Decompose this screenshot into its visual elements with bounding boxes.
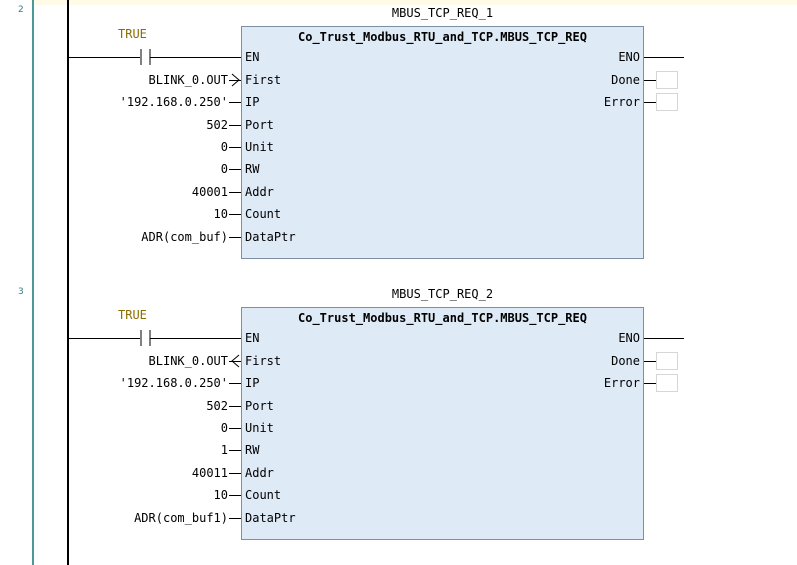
- input-value-count[interactable]: 10: [213, 207, 228, 221]
- pin-error: Error: [603, 376, 640, 390]
- input-value-port[interactable]: 502: [206, 399, 228, 413]
- pin-dataptr: DataPtr: [245, 230, 296, 244]
- wire: [229, 102, 241, 103]
- pin-unit: Unit: [245, 140, 274, 154]
- wire: [229, 428, 241, 429]
- pin-eno: ENO: [618, 331, 640, 345]
- wire: [229, 361, 241, 362]
- input-value-count[interactable]: 10: [213, 488, 228, 502]
- wire: [229, 406, 241, 407]
- contact-variable-label[interactable]: TRUE: [118, 27, 147, 41]
- line-number-gutter: [0, 0, 33, 565]
- pin-port: Port: [245, 118, 274, 132]
- input-value-addr[interactable]: 40011: [191, 466, 228, 480]
- output-error-field[interactable]: [656, 374, 678, 392]
- rung-number: 3: [18, 287, 24, 297]
- gutter-divider: [32, 0, 34, 565]
- editor-top-strip: [34, 0, 797, 5]
- wire: [644, 80, 656, 81]
- wire: [229, 125, 241, 126]
- pin-rw: RW: [245, 443, 260, 457]
- wire: [229, 473, 241, 474]
- fb-type-name: Co_Trust_Modbus_RTU_and_TCP.MBUS_TCP_REQ: [298, 30, 587, 44]
- wire: [229, 192, 241, 193]
- fb-instance-name[interactable]: MBUS_TCP_REQ_2: [391, 287, 494, 301]
- pin-done: Done: [611, 73, 640, 87]
- input-value-dataptr[interactable]: ADR(com_buf1): [134, 511, 228, 525]
- pin-count: Count: [245, 488, 282, 502]
- fb-instance-name[interactable]: MBUS_TCP_REQ_1: [391, 6, 494, 20]
- wire: [150, 338, 241, 339]
- pin-done: Done: [611, 354, 640, 368]
- pin-rw: RW: [245, 162, 260, 176]
- wire: [229, 237, 241, 238]
- fb-type-name: Co_Trust_Modbus_RTU_and_TCP.MBUS_TCP_REQ: [298, 311, 587, 325]
- eno-wire: [644, 57, 684, 58]
- wire: [229, 495, 241, 496]
- left-power-rail: [67, 0, 69, 565]
- input-value-addr[interactable]: 40001: [191, 185, 228, 199]
- input-value-unit[interactable]: 0: [220, 140, 228, 154]
- pin-unit: Unit: [245, 421, 274, 435]
- input-value-port[interactable]: 502: [206, 118, 228, 132]
- function-block[interactable]: Co_Trust_Modbus_RTU_and_TCP.MBUS_TCP_REQ…: [241, 26, 644, 259]
- output-error-field[interactable]: [656, 93, 678, 111]
- pin-port: Port: [245, 399, 274, 413]
- pin-ip: IP: [245, 376, 260, 390]
- output-done-field[interactable]: [656, 352, 678, 370]
- output-done-field[interactable]: [656, 71, 678, 89]
- wire: [229, 518, 241, 519]
- input-value-dataptr[interactable]: ADR(com_buf): [141, 230, 228, 244]
- wire: [229, 147, 241, 148]
- input-value-unit[interactable]: 0: [220, 421, 228, 435]
- input-value-ip[interactable]: '192.168.0.250': [119, 95, 228, 109]
- pin-addr: Addr: [245, 185, 274, 199]
- input-value-ip[interactable]: '192.168.0.250': [119, 376, 228, 390]
- input-value-rw[interactable]: 1: [220, 443, 228, 457]
- input-value-rw[interactable]: 0: [220, 162, 228, 176]
- wire: [69, 338, 140, 339]
- pin-first: First: [245, 354, 282, 368]
- input-value-first[interactable]: BLINK_0.OUT: [148, 354, 228, 368]
- wire: [229, 169, 241, 170]
- pin-dataptr: DataPtr: [245, 511, 296, 525]
- pin-eno: ENO: [618, 50, 640, 64]
- pin-first: First: [245, 73, 282, 87]
- wire: [229, 383, 241, 384]
- wire: [69, 57, 140, 58]
- wire: [644, 361, 656, 362]
- pin-ip: IP: [245, 95, 260, 109]
- wire: [150, 57, 241, 58]
- wire: [644, 383, 656, 384]
- pin-count: Count: [245, 207, 282, 221]
- wire: [229, 80, 241, 81]
- contact-variable-label[interactable]: TRUE: [118, 308, 147, 322]
- pin-en: EN: [245, 331, 260, 345]
- rung-number: 2: [18, 5, 24, 15]
- input-value-first[interactable]: BLINK_0.OUT: [148, 73, 228, 87]
- wire: [229, 214, 241, 215]
- pin-error: Error: [603, 95, 640, 109]
- wire: [229, 450, 241, 451]
- pin-addr: Addr: [245, 466, 274, 480]
- eno-wire: [644, 338, 684, 339]
- function-block[interactable]: Co_Trust_Modbus_RTU_and_TCP.MBUS_TCP_REQ…: [241, 307, 644, 540]
- pin-en: EN: [245, 50, 260, 64]
- wire: [644, 102, 656, 103]
